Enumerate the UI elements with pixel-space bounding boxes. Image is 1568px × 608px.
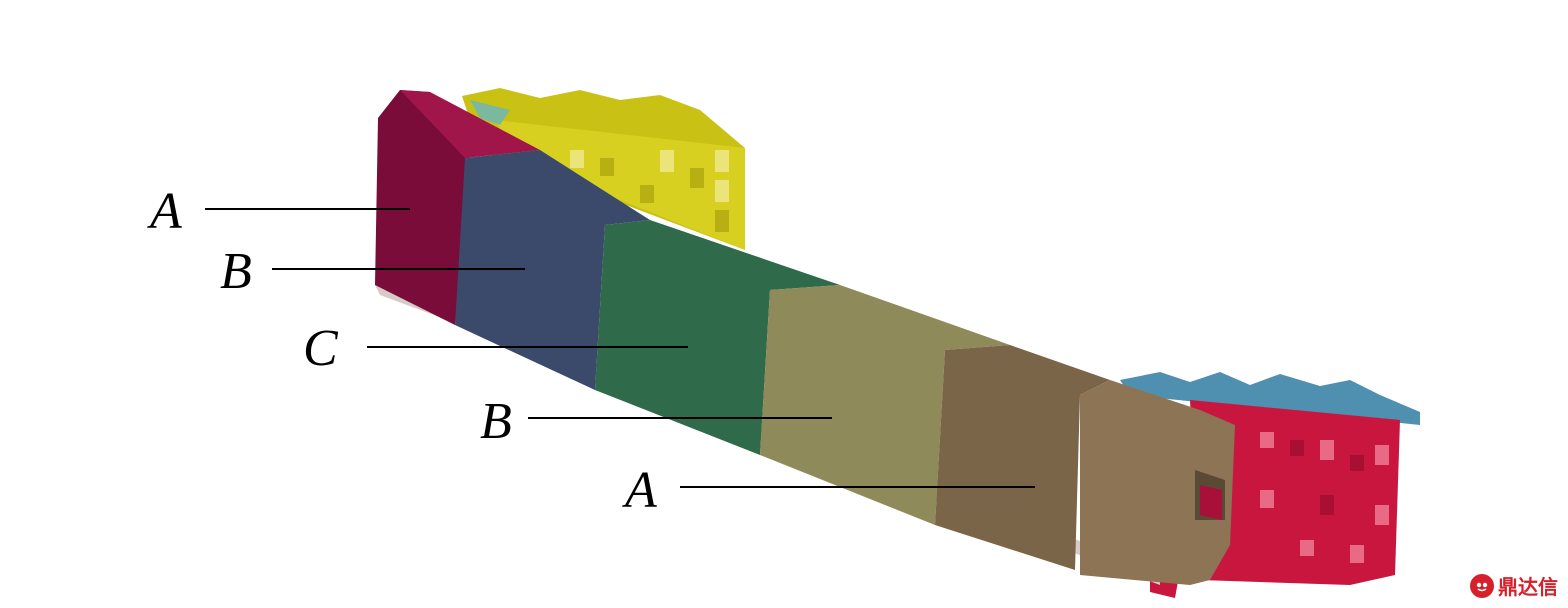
- crash-box-left: [462, 88, 745, 250]
- segment-c: [595, 220, 840, 455]
- watermark-text: 鼎达信: [1498, 575, 1558, 599]
- end-cap: [1080, 380, 1235, 585]
- segment-a-left: [375, 90, 470, 325]
- mount-plate-right: [1120, 372, 1420, 425]
- beam: [375, 90, 1235, 585]
- face-logo-icon: [1470, 573, 1494, 598]
- label-b-left: B: [220, 243, 252, 300]
- segment-b-right: [760, 285, 1010, 525]
- label-b-right: B: [480, 393, 512, 450]
- leader-lines: [205, 208, 1035, 488]
- label-a-right: A: [625, 462, 657, 519]
- crash-box-right: [1120, 372, 1420, 598]
- watermark: 鼎达信: [1470, 571, 1558, 600]
- segment-a-right: [935, 345, 1110, 570]
- label-c: C: [303, 320, 338, 377]
- segment-b-left: [455, 150, 650, 390]
- label-a-left: A: [150, 183, 182, 240]
